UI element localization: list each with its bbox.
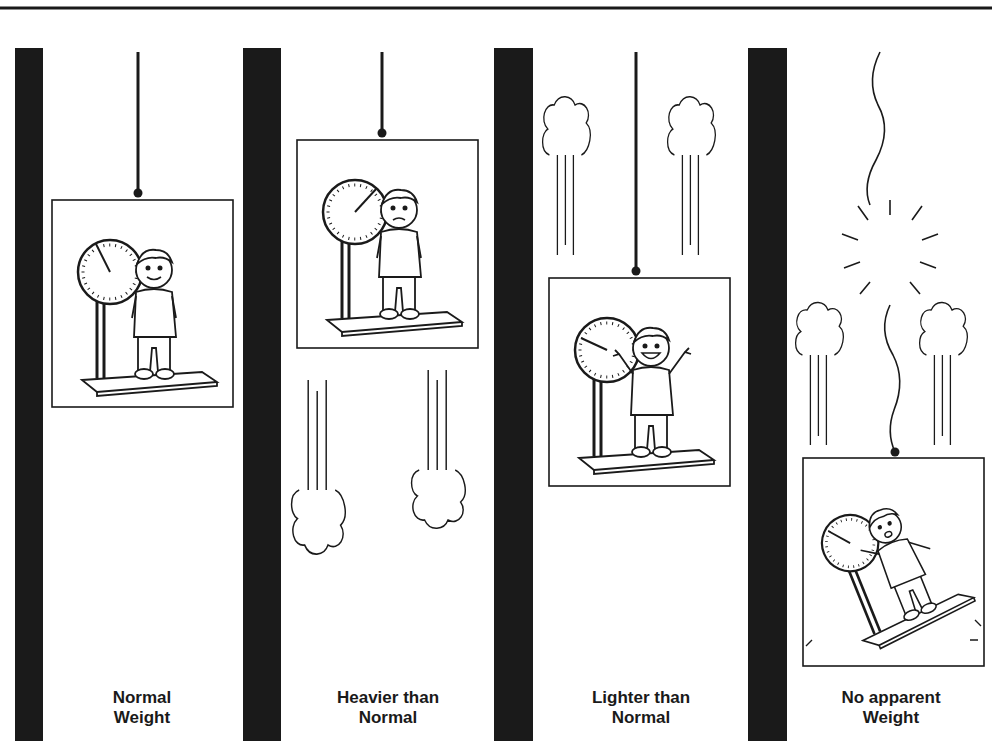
cable-hook (632, 267, 641, 276)
shaft-wall (243, 48, 281, 741)
cable (635, 52, 638, 270)
kid-figure (813, 482, 978, 655)
panel-caption: No apparent Weight (835, 688, 947, 728)
elevator-car (52, 200, 233, 407)
kid-arms (613, 348, 691, 374)
kid-on-scale (575, 318, 714, 474)
elevator-heavier (292, 52, 478, 554)
dust-cloud (543, 97, 591, 255)
kid-mouth (393, 218, 405, 220)
top-rule (0, 7, 992, 10)
kid-figure (575, 318, 714, 474)
panel-caption: Normal Weight (86, 688, 198, 728)
motion-marks (806, 620, 981, 646)
cable-hook (891, 448, 900, 457)
panel-caption: Heavier than Normal (332, 688, 444, 728)
shaft-wall (494, 48, 533, 741)
scale-needle (828, 525, 850, 549)
panel-caption: Lighter than Normal (585, 688, 697, 728)
elevator-free-fall (796, 52, 984, 666)
broken-cable (867, 52, 884, 205)
cable-hook (134, 189, 143, 198)
cable-hook (378, 129, 387, 138)
shaft-wall (748, 48, 787, 741)
kid-on-scale (78, 240, 217, 396)
kid-figure (78, 240, 217, 396)
kid-on-scale (323, 180, 462, 336)
kid-arms (132, 296, 176, 318)
elevator-lighter (543, 52, 730, 486)
kid-figure (323, 180, 462, 336)
dust-cloud (920, 303, 968, 445)
kid-arms (861, 526, 931, 573)
kid-floating (813, 482, 978, 655)
elevator-car (297, 140, 478, 348)
kid-mouth (642, 353, 660, 359)
kid-arms (377, 236, 421, 258)
snap-burst (842, 200, 938, 294)
elevator-car (549, 278, 730, 486)
scale-needle (96, 244, 110, 272)
dust-cloud (668, 97, 716, 255)
cable (381, 52, 384, 132)
shaft-wall (15, 48, 43, 741)
scale-needle (355, 188, 377, 212)
dust-cloud (796, 303, 844, 445)
broken-cable (885, 305, 900, 452)
shaft-walls (15, 48, 787, 741)
dust-cloud (412, 370, 466, 528)
kid-mouth (147, 277, 161, 280)
cable (137, 52, 140, 192)
elevator-normal (52, 52, 233, 407)
dust-cloud (292, 380, 346, 554)
kid-mouth (884, 531, 893, 539)
scale-needle (581, 338, 607, 350)
elevator-car (803, 458, 984, 666)
